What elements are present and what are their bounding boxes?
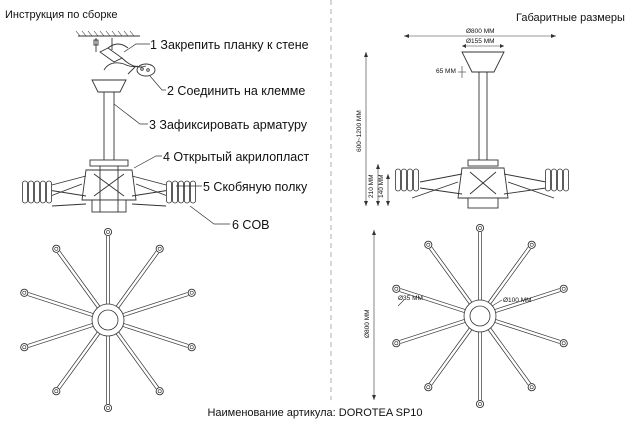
arm — [122, 323, 189, 348]
arm-end-lamp — [155, 387, 164, 396]
arm — [478, 232, 482, 300]
arm-end-lamp — [187, 288, 196, 297]
dimensions-side-view — [364, 34, 556, 209]
arm-end-lamp — [424, 240, 433, 249]
arm — [429, 327, 473, 386]
arm-end-lamp — [559, 284, 568, 293]
step-4-label: 4 Открытый акрилопласт — [163, 150, 310, 164]
arm-end-lamp — [424, 383, 433, 392]
assembly-title: Инструкция по сборке — [5, 9, 118, 21]
dimensions-plan-view — [372, 230, 503, 400]
dimensions-plan-arms — [392, 223, 568, 409]
arm-end-lamp — [155, 244, 164, 253]
arm — [57, 250, 101, 309]
article-name: Наименование артикула: DOROTEA SP10 — [207, 407, 423, 419]
arm-end-lamp — [20, 343, 29, 352]
arm-end-lamp — [187, 343, 196, 352]
arm — [27, 323, 94, 348]
step-6-label: 6 COB — [232, 218, 270, 232]
arm — [115, 250, 159, 309]
arm — [478, 332, 482, 400]
arm-end-lamp — [475, 223, 485, 233]
arm — [106, 336, 110, 404]
arm — [429, 246, 473, 305]
arm-end-lamp — [103, 227, 113, 237]
step-2-label: 2 Соединить на клемме — [167, 84, 306, 98]
arm — [487, 246, 531, 305]
arm — [494, 319, 561, 344]
dimensions-title: Габаритные размеры — [516, 12, 625, 24]
dim-canopy: Ø155 ММ — [466, 38, 495, 45]
dim-body-height: 210 ММ — [368, 174, 375, 198]
arm-end-lamp — [559, 339, 568, 348]
step-3-label: 3 Зафиксировать арматуру — [149, 118, 308, 132]
arm — [27, 292, 94, 317]
arm — [399, 319, 466, 344]
dim-ring-height: 140 ММ — [378, 174, 385, 198]
arm-end-lamp — [392, 284, 401, 293]
step-1-label: 1 Закрепить планку к стене — [150, 38, 309, 52]
leader-lines — [113, 43, 230, 225]
arm — [115, 331, 159, 390]
arm — [106, 236, 110, 304]
arm-end-lamp — [52, 387, 61, 396]
arm-end-lamp — [527, 383, 536, 392]
dim-plan-diameter: Ø800 ММ — [364, 309, 371, 338]
arm — [57, 331, 101, 390]
arm-end-lamp — [20, 288, 29, 297]
dim-overall-width: Ø800 ММ — [466, 28, 495, 35]
arm — [399, 288, 466, 313]
arm-end-lamp — [392, 339, 401, 348]
dim-height-range: 600~1200 ММ — [356, 110, 363, 152]
dim-arm-diameter: Ø35 ММ — [398, 295, 423, 302]
arm — [122, 292, 189, 317]
arm — [494, 288, 561, 313]
step-5-label: 5 Скобяную полку — [203, 180, 308, 194]
assembly-side-view — [39, 30, 179, 213]
assembly-plan-arms — [20, 227, 196, 413]
arm — [487, 327, 531, 386]
assembly-plan-view — [91, 303, 125, 337]
arm-end-lamp — [527, 240, 536, 249]
dim-center-diameter: Ø100 ММ — [503, 297, 532, 304]
arm-end-lamp — [52, 244, 61, 253]
dim-canopy-height: 65 ММ — [436, 68, 456, 75]
